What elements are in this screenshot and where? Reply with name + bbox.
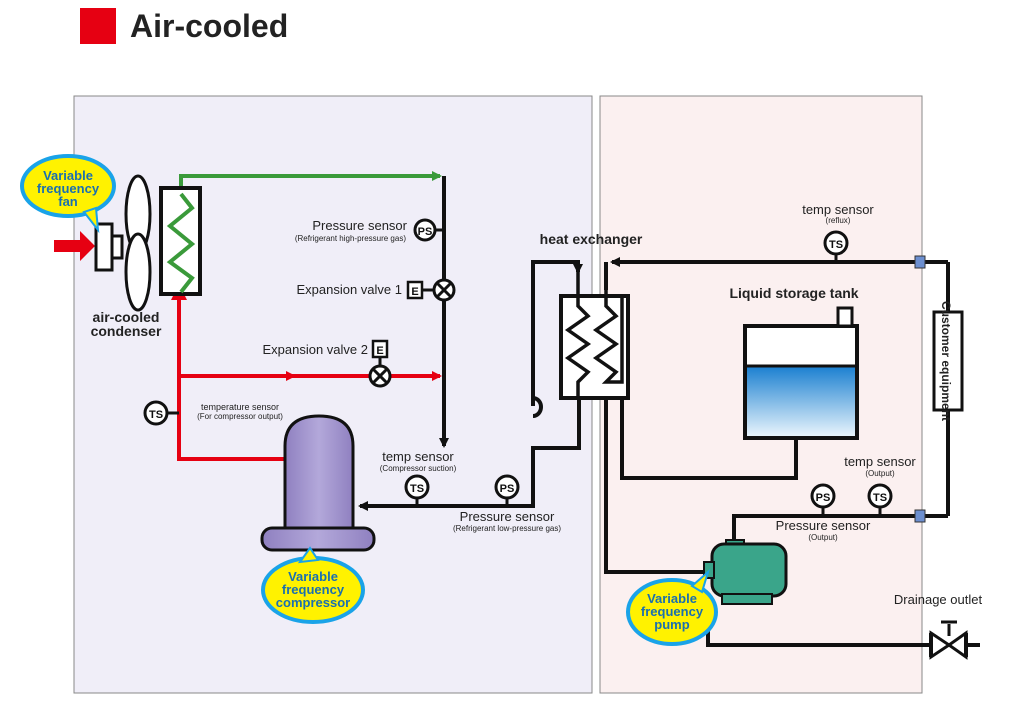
drainage-label: Drainage outlet bbox=[894, 592, 983, 607]
ts-reflux-sensor: TS bbox=[823, 230, 849, 262]
pump-label-3: pump bbox=[654, 617, 689, 632]
pump bbox=[703, 539, 788, 605]
pipe-joint-top bbox=[914, 255, 926, 269]
liquid-storage-tank bbox=[743, 306, 859, 440]
variable-fan-bubble bbox=[20, 154, 116, 218]
condenser-label-1: air-cooled bbox=[93, 309, 160, 325]
pipe-crossover bbox=[532, 396, 543, 418]
ts-reflux-label: temp sensor bbox=[802, 202, 874, 217]
svg-text:TS: TS bbox=[410, 483, 424, 495]
ps-output-sensor: PS bbox=[810, 483, 836, 516]
svg-text:PS: PS bbox=[418, 226, 433, 238]
pump-label-2: frequency bbox=[641, 604, 704, 619]
svg-text:PS: PS bbox=[500, 483, 515, 495]
pump-bubble-tail bbox=[690, 568, 710, 594]
supply-water-pipe bbox=[732, 514, 948, 542]
fan-bubble-tail bbox=[82, 206, 100, 234]
tank-label: Liquid storage tank bbox=[729, 285, 858, 301]
hx-refrigerant-coil bbox=[564, 272, 592, 398]
suction-pipe bbox=[358, 396, 581, 511]
fan-label-3: fan bbox=[58, 194, 78, 209]
ps-low-sensor: PS bbox=[494, 474, 520, 506]
svg-text:TS: TS bbox=[829, 239, 843, 251]
exp-valve-1: E bbox=[406, 278, 456, 302]
customer-label: Customer equipment bbox=[939, 301, 953, 421]
compressor-label-3: compressor bbox=[276, 595, 350, 610]
ps-high-sensor: PS bbox=[413, 218, 444, 242]
heat-exchanger-label: heat exchanger bbox=[540, 231, 643, 247]
compressor-label-1: Variable bbox=[288, 569, 338, 584]
fan-blade-bottom bbox=[124, 232, 152, 312]
ps-low-sub: (Refrigerant low-pressure gas) bbox=[453, 524, 561, 533]
ts-compressor-sub: (For compressor output) bbox=[197, 412, 283, 421]
hot-gas-pipe bbox=[177, 286, 287, 461]
compressor-bubble-tail bbox=[297, 546, 320, 564]
ps-output-label: Pressure sensor bbox=[776, 518, 871, 533]
svg-text:E: E bbox=[411, 286, 418, 298]
variable-pump-bubble bbox=[626, 578, 718, 646]
condenser-label-2: condenser bbox=[91, 323, 162, 339]
svg-text:PS: PS bbox=[816, 492, 831, 504]
ps-high-label: Pressure sensor bbox=[312, 218, 407, 233]
header-accent-square bbox=[80, 8, 116, 44]
air-cooled-condenser bbox=[159, 186, 202, 296]
compressor bbox=[260, 414, 376, 552]
ps-low-label: Pressure sensor bbox=[460, 509, 555, 524]
pipe-joint-bottom bbox=[914, 509, 926, 523]
svg-text:TS: TS bbox=[873, 492, 887, 504]
ps-output-sub: (Output) bbox=[808, 533, 838, 542]
ts-output-label: temp sensor bbox=[844, 454, 916, 469]
air-inlet-arrow bbox=[54, 231, 95, 261]
exp-valve-2-label: Expansion valve 2 bbox=[262, 342, 368, 357]
fan-label-1: Variable bbox=[43, 168, 93, 183]
compressor-label-2: frequency bbox=[282, 582, 345, 597]
customer-equipment bbox=[932, 310, 964, 412]
ps-high-sub: (Refrigerant high-pressure gas) bbox=[295, 234, 406, 243]
ts-suction-label: temp sensor bbox=[382, 449, 454, 464]
exp-valve-1-label: Expansion valve 1 bbox=[296, 282, 402, 297]
ts-output-sub: (Output) bbox=[865, 469, 895, 478]
hx-water-coil bbox=[592, 290, 624, 384]
page-title: Air-cooled bbox=[130, 7, 289, 44]
ts-reflux-sub: (reflux) bbox=[826, 216, 851, 225]
fan-hub bbox=[110, 234, 124, 260]
condenser-coil bbox=[166, 192, 196, 294]
fan-label-2: frequency bbox=[37, 181, 100, 196]
svg-text:E: E bbox=[376, 345, 383, 357]
pump-label-1: Variable bbox=[647, 591, 697, 606]
drainage-valve bbox=[929, 620, 968, 660]
ts-output-sensor: TS bbox=[867, 483, 893, 516]
svg-text:TS: TS bbox=[149, 409, 163, 421]
section-header: Air-cooled bbox=[80, 6, 288, 46]
hx-inlet-pipe bbox=[531, 260, 583, 406]
ts-compressor-sensor: TS bbox=[143, 400, 179, 426]
ts-compressor-label: temperature sensor bbox=[201, 402, 279, 412]
exp-valve-2: E bbox=[368, 339, 392, 388]
ts-suction-sensor: TS bbox=[404, 474, 430, 506]
ts-suction-sub: (Compressor suction) bbox=[380, 464, 457, 473]
